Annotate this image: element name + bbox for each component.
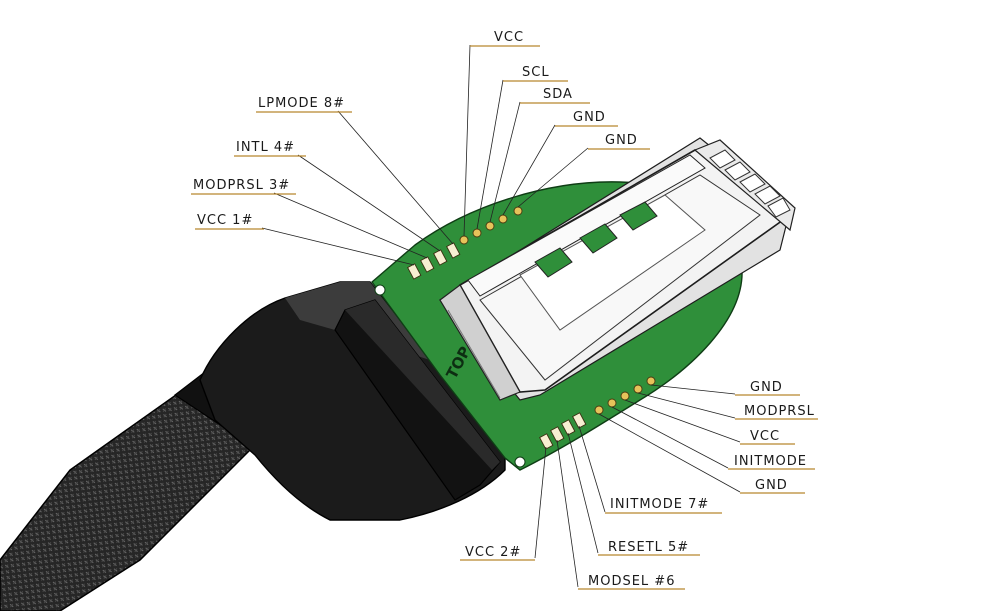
label-modprsl-bot: MODPRSL [744, 404, 815, 419]
bottom-leader-lines [534, 384, 741, 588]
pad-lpmode-8 [446, 242, 461, 259]
label-resetl-5: RESETL 5# [608, 540, 689, 555]
cage-front-vents [693, 139, 796, 232]
via-modprsl-bot [633, 384, 643, 394]
via-vcc-bot [620, 391, 630, 401]
pad-resetl-5 [561, 419, 576, 436]
label-scl: SCL [522, 65, 550, 80]
bottom-labels: GND MODPRSL VCC INITMODE GND INITMODE 7#… [460, 380, 818, 590]
top-vias [459, 206, 523, 245]
label-lpmode-8: LPMODE 8# [258, 96, 345, 111]
label-vcc-2: VCC 2# [465, 545, 521, 560]
bottom-contact-pads [539, 412, 587, 450]
bottom-vias [594, 376, 656, 415]
via-gnd-bot-1 [646, 376, 656, 386]
label-vcc-bot: VCC [750, 429, 780, 444]
via-gnd-bot-2 [594, 405, 604, 415]
label-gnd-top-2: GND [605, 133, 638, 148]
top-labels: VCC SCL SDA GND GND LPMODE 8# INTL 4# MO… [191, 30, 650, 230]
label-intl-4: INTL 4# [236, 140, 295, 155]
label-vcc-1: VCC 1# [197, 213, 253, 228]
overmold-boot [199, 281, 506, 521]
top-contact-pads [407, 242, 461, 280]
label-gnd-bot-1: GND [750, 380, 783, 395]
label-modprsl-3: MODPRSL 3# [193, 178, 290, 193]
via-gnd-top-1 [498, 214, 508, 224]
label-gnd-bot-2: GND [755, 478, 788, 493]
via-sda [485, 221, 495, 231]
label-gnd-top-1: GND [573, 110, 606, 125]
pad-vcc-2 [539, 433, 554, 450]
label-modsel-6: MODSEL #6 [588, 574, 675, 589]
pad-vcc-1 [407, 263, 422, 280]
pad-intl-4 [433, 249, 448, 266]
label-sda: SDA [543, 87, 573, 102]
via-initmode-bot [607, 398, 617, 408]
pad-modsel-6 [550, 426, 565, 443]
cage-latch-windows [534, 201, 658, 278]
pad-modprsl-3 [420, 256, 435, 273]
label-vcc-top: VCC [494, 30, 524, 45]
top-leader-lines [261, 44, 589, 266]
pad-initmode-7 [572, 412, 587, 429]
label-initmode-7: INITMODE 7# [610, 497, 709, 512]
via-gnd-top-2 [513, 206, 523, 216]
connector-cage [439, 137, 796, 401]
label-initmode-bot: INITMODE [734, 454, 807, 469]
via-vcc-top [459, 235, 469, 245]
via-scl [472, 228, 482, 238]
